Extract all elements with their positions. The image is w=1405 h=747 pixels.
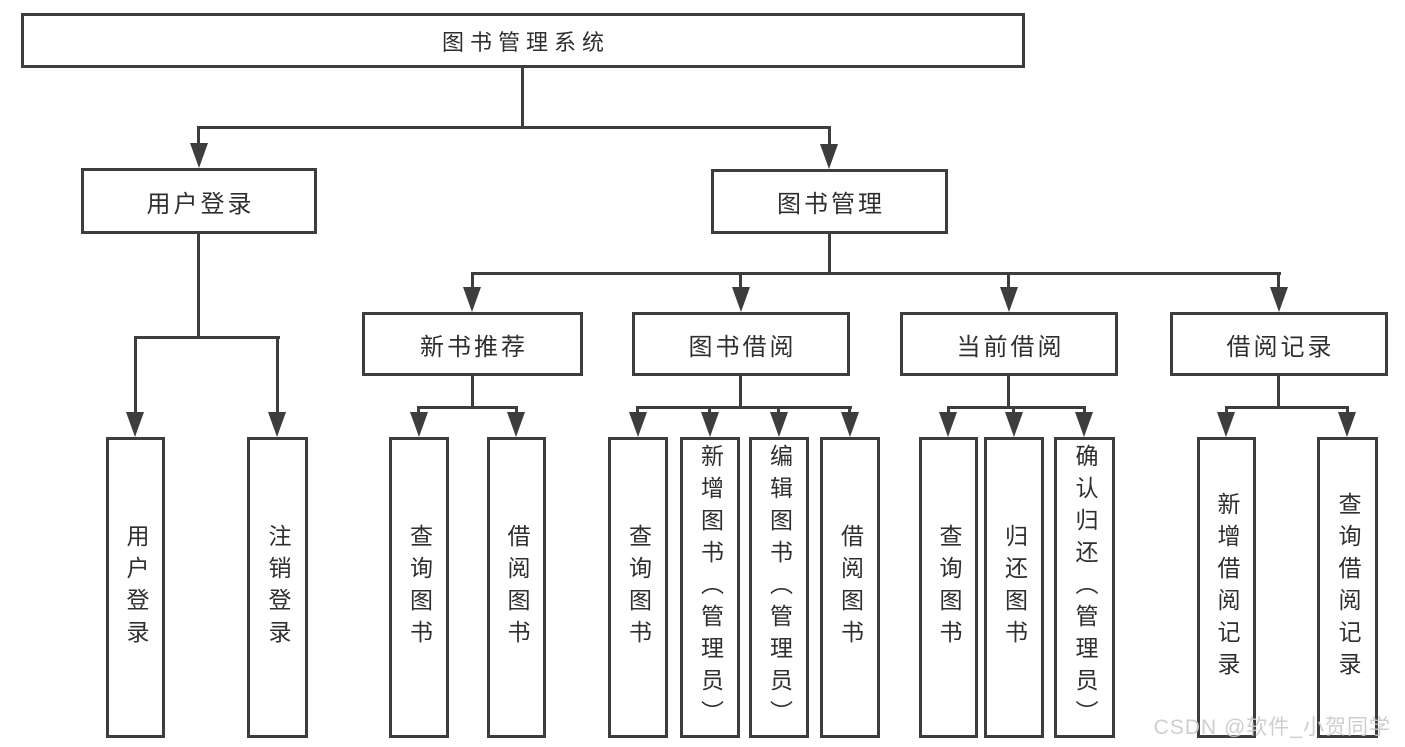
- connector-line: [1346, 406, 1349, 414]
- connector-line: [515, 406, 518, 414]
- node-leaf-borrow-books: 借阅图书: [820, 437, 880, 738]
- node-leaf-confirm-return-admin: 确认归还（管理员）: [1054, 437, 1115, 738]
- connector-line: [134, 336, 137, 414]
- csdn-watermark: CSDN @软件_小贺同学: [1153, 716, 1391, 739]
- connector-line: [471, 376, 474, 409]
- connector-line: [1225, 406, 1228, 414]
- node-leaf-return-books: 归还图书: [984, 437, 1044, 738]
- connector-line: [739, 376, 742, 409]
- node-current-borrowing: 当前借阅: [900, 312, 1118, 376]
- connector-line: [739, 272, 742, 289]
- arrow-down-icon: [1217, 412, 1235, 437]
- connector-line: [197, 126, 831, 129]
- node-leaf-query-borrow-record: 查询借阅记录: [1317, 437, 1378, 738]
- arrow-down-icon: [701, 412, 719, 437]
- arrow-down-icon: [1000, 287, 1018, 312]
- connector-line: [1012, 406, 1015, 414]
- connector-line: [197, 234, 200, 338]
- connector-line: [1277, 272, 1280, 289]
- connector-line: [521, 68, 524, 127]
- connector-line: [1083, 406, 1086, 414]
- arrow-down-icon: [126, 412, 144, 437]
- connector-line: [828, 126, 831, 146]
- connector-line: [134, 336, 280, 339]
- node-leaf-add-books-admin: 新增图书（管理员）: [680, 437, 740, 738]
- connector-line: [471, 272, 1281, 275]
- node-book-borrowing: 图书借阅: [632, 312, 850, 376]
- node-leaf-borrow-books: 借阅图书: [487, 437, 546, 738]
- arrow-down-icon: [1270, 287, 1288, 312]
- connector-line: [417, 406, 420, 414]
- connector-line: [636, 406, 852, 409]
- connector-line: [1007, 272, 1010, 289]
- node-new-book-recommendation: 新书推荐: [362, 312, 583, 376]
- arrow-down-icon: [190, 143, 208, 168]
- connector-line: [1007, 376, 1010, 409]
- connector-line: [777, 406, 780, 414]
- arrow-down-icon: [463, 287, 481, 312]
- node-book-management: 图书管理: [711, 169, 948, 234]
- arrow-down-icon: [1338, 412, 1356, 437]
- arrow-down-icon: [268, 412, 286, 437]
- connector-line: [197, 126, 200, 146]
- arrow-down-icon: [841, 412, 859, 437]
- arrow-down-icon: [1005, 412, 1023, 437]
- connector-line: [947, 406, 950, 414]
- arrow-down-icon: [939, 412, 957, 437]
- connector-line: [417, 406, 518, 409]
- connector-line: [848, 406, 851, 414]
- arrow-down-icon: [820, 144, 838, 169]
- arrow-down-icon: [507, 412, 525, 437]
- connector-line: [471, 272, 474, 289]
- connector-line: [947, 406, 1086, 409]
- node-library-management-system: 图书管理系统: [21, 13, 1025, 68]
- node-leaf-query-books: 查询图书: [919, 437, 978, 738]
- arrow-down-icon: [732, 287, 750, 312]
- node-leaf-edit-books-admin: 编辑图书（管理员）: [749, 437, 809, 738]
- node-leaf-query-books: 查询图书: [608, 437, 668, 738]
- node-leaf-logout: 注销登录: [247, 437, 308, 738]
- node-borrowing-records: 借阅记录: [1170, 312, 1388, 376]
- node-leaf-user-login: 用户登录: [106, 437, 165, 738]
- node-leaf-query-books: 查询图书: [389, 437, 449, 738]
- connector-line: [1225, 406, 1349, 409]
- node-leaf-add-borrow-record: 新增借阅记录: [1197, 437, 1256, 738]
- arrow-down-icon: [629, 412, 647, 437]
- connector-line: [708, 406, 711, 414]
- connector-line: [276, 336, 279, 414]
- connector-line: [828, 234, 831, 274]
- arrow-down-icon: [1075, 412, 1093, 437]
- node-user-login: 用户登录: [81, 168, 317, 234]
- connector-line: [1277, 376, 1280, 409]
- arrow-down-icon: [770, 412, 788, 437]
- connector-line: [636, 406, 639, 414]
- arrow-down-icon: [410, 412, 428, 437]
